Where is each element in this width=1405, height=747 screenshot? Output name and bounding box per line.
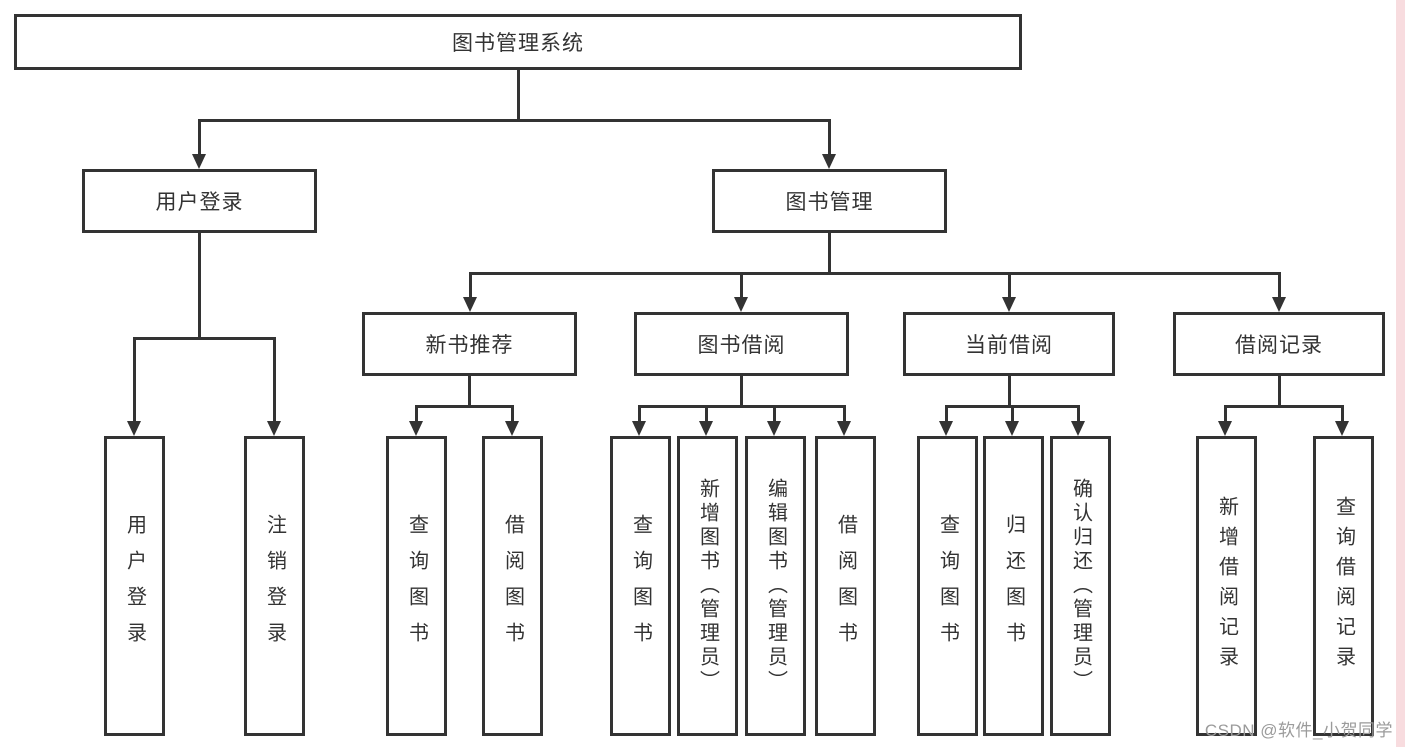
arrow-down-icon — [822, 154, 836, 169]
connector-line — [1278, 376, 1281, 405]
arrow-down-icon — [632, 421, 646, 436]
node-current-borrowing: 当前借阅 — [903, 312, 1115, 376]
leaf-edit-books-admin: 编辑图书（管理员） — [745, 436, 806, 736]
connector-line — [1011, 405, 1014, 423]
arrow-down-icon — [463, 297, 477, 312]
connector-line — [1008, 376, 1011, 405]
connector-line — [1224, 405, 1344, 408]
arrow-down-icon — [767, 421, 781, 436]
node-book-borrowing-label: 图书借阅 — [697, 334, 786, 357]
connector-line — [638, 405, 641, 423]
node-new-book-recommend-label: 新书推荐 — [425, 334, 514, 357]
leaf-query-books-1-label: 查询图书 — [405, 514, 428, 658]
node-user-login: 用户登录 — [82, 169, 317, 233]
leaf-query-books-3: 查询图书 — [917, 436, 978, 736]
arrow-down-icon — [939, 421, 953, 436]
arrow-down-icon — [192, 154, 206, 169]
arrow-down-icon — [127, 421, 141, 436]
arrow-down-icon — [1002, 297, 1016, 312]
leaf-confirm-return-admin-label: 确认归还（管理员） — [1069, 478, 1092, 694]
connector-line — [740, 376, 743, 405]
leaf-user-login: 用户登录 — [104, 436, 165, 736]
node-root-label: 图书管理系统 — [452, 32, 584, 55]
connector-line — [828, 119, 831, 156]
leaf-return-books-label: 归还图书 — [1002, 514, 1025, 658]
leaf-query-books-1: 查询图书 — [386, 436, 447, 736]
node-book-management: 图书管理 — [712, 169, 947, 233]
leaf-query-books-3-label: 查询图书 — [936, 514, 959, 658]
connector-line — [1224, 405, 1227, 423]
leaf-add-books-admin-label: 新增图书（管理员） — [696, 478, 719, 694]
connector-line — [740, 272, 743, 300]
connector-line — [469, 272, 472, 300]
arrow-down-icon — [1218, 421, 1232, 436]
node-new-book-recommend: 新书推荐 — [362, 312, 577, 376]
node-book-management-label: 图书管理 — [785, 191, 874, 214]
connector-line — [1278, 272, 1281, 300]
leaf-query-borrow-record: 查询借阅记录 — [1313, 436, 1374, 736]
leaf-confirm-return-admin: 确认归还（管理员） — [1050, 436, 1111, 736]
connector-line — [133, 337, 136, 423]
leaf-query-books-2: 查询图书 — [610, 436, 671, 736]
arrow-down-icon — [1335, 421, 1349, 436]
arrow-down-icon — [1071, 421, 1085, 436]
connector-line — [828, 233, 831, 272]
right-edge-strip — [1396, 0, 1405, 747]
arrow-down-icon — [837, 421, 851, 436]
arrow-down-icon — [267, 421, 281, 436]
connector-line — [198, 233, 201, 337]
leaf-logout: 注销登录 — [244, 436, 305, 736]
arrow-down-icon — [699, 421, 713, 436]
leaf-borrow-books-2-label: 借阅图书 — [834, 514, 857, 658]
connector-line — [511, 405, 514, 423]
connector-line — [133, 337, 275, 340]
leaf-borrow-books-1-label: 借阅图书 — [501, 514, 524, 658]
connector-line — [843, 405, 846, 423]
arrow-down-icon — [1272, 297, 1286, 312]
leaf-logout-label: 注销登录 — [263, 514, 286, 658]
node-current-borrowing-label: 当前借阅 — [965, 334, 1053, 357]
node-borrowing-records-label: 借阅记录 — [1235, 334, 1323, 357]
arrow-down-icon — [734, 297, 748, 312]
connector-line — [198, 119, 831, 122]
connector-line — [468, 376, 471, 405]
node-user-login-label: 用户登录 — [155, 191, 244, 214]
leaf-user-login-label: 用户登录 — [123, 514, 146, 658]
csdn-watermark: CSDN @软件_小贺同学 — [1204, 721, 1393, 740]
connector-line — [638, 405, 846, 408]
leaf-add-borrow-record: 新增借阅记录 — [1196, 436, 1257, 736]
connector-line — [273, 337, 276, 423]
connector-line — [945, 405, 948, 423]
arrow-down-icon — [1005, 421, 1019, 436]
leaf-borrow-books-1: 借阅图书 — [482, 436, 543, 736]
connector-line — [415, 405, 514, 408]
node-book-borrowing: 图书借阅 — [634, 312, 849, 376]
connector-line — [1341, 405, 1344, 423]
arrow-down-icon — [409, 421, 423, 436]
connector-line — [517, 70, 520, 119]
leaf-edit-books-admin-label: 编辑图书（管理员） — [764, 478, 787, 694]
leaf-return-books: 归还图书 — [983, 436, 1044, 736]
leaf-add-books-admin: 新增图书（管理员） — [677, 436, 738, 736]
arrow-down-icon — [505, 421, 519, 436]
connector-line — [415, 405, 418, 423]
connector-line — [1077, 405, 1080, 423]
connector-line — [1008, 272, 1011, 300]
leaf-borrow-books-2: 借阅图书 — [815, 436, 876, 736]
leaf-query-borrow-record-label: 查询借阅记录 — [1332, 496, 1355, 676]
node-borrowing-records: 借阅记录 — [1173, 312, 1385, 376]
connector-line — [469, 272, 1281, 275]
node-root-system: 图书管理系统 — [14, 14, 1022, 70]
leaf-query-books-2-label: 查询图书 — [629, 514, 652, 658]
connector-line — [198, 119, 201, 156]
leaf-add-borrow-record-label: 新增借阅记录 — [1215, 496, 1238, 676]
connector-line — [705, 405, 708, 423]
connector-line — [773, 405, 776, 423]
